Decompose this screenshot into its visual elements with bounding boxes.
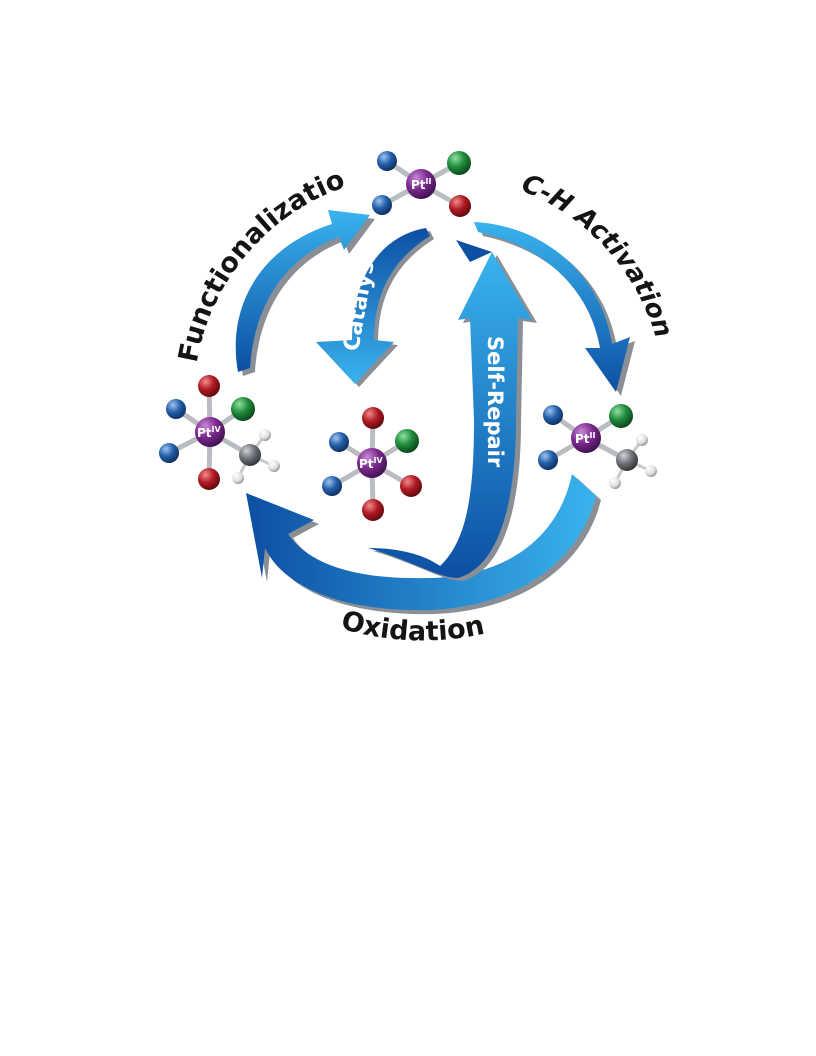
arrow-ch-activation	[474, 222, 635, 396]
arrow-catalyst	[316, 228, 434, 387]
ligand-blue-atom	[166, 399, 186, 419]
label-functionalization: Functionalization	[0, 0, 349, 365]
hydrogen-atom	[645, 465, 657, 477]
ligand-red-atom	[198, 468, 220, 490]
platinum-atom	[195, 417, 225, 447]
platinum-atom	[357, 448, 387, 478]
hydrogen-atom	[268, 460, 280, 472]
complex-left-pt-iv: PtIV	[159, 375, 280, 490]
ligand-blue-atom	[159, 443, 179, 463]
ligand-blue-atom	[543, 405, 563, 425]
hydrogen-atom	[636, 434, 648, 446]
ligand-red-atom	[198, 375, 220, 397]
hydrogen-atom	[232, 472, 244, 484]
ligand-red-atom	[362, 407, 384, 429]
arrow-functionalization	[235, 210, 375, 376]
arrow-oxidation	[246, 474, 601, 615]
label-self-repair: Self-Repair	[483, 336, 507, 468]
metal-label: PtIV	[359, 456, 384, 471]
ligand-blue-atom	[538, 450, 558, 470]
ligand-green-atom	[609, 404, 633, 428]
ligand-blue-atom	[372, 195, 392, 215]
ligand-red-atom	[449, 195, 471, 217]
complex-top-pt-ii: PtII	[372, 151, 471, 217]
platinum-atom	[406, 169, 436, 199]
complex-right-pt-ii: PtII	[538, 404, 657, 489]
ligand-green-atom	[395, 429, 419, 453]
complex-center-pt-iv: PtIV	[322, 407, 422, 521]
ligand-red-atom	[362, 499, 384, 521]
ligand-green-atom	[231, 397, 255, 421]
ligand-red-atom	[400, 475, 422, 497]
arrow-self-repair	[368, 240, 537, 581]
hydrogen-atom	[259, 429, 271, 441]
ligand-blue-atom	[329, 432, 349, 452]
metal-label: PtII	[575, 431, 596, 446]
ligand-blue-atom	[322, 476, 342, 496]
platinum-atom	[571, 423, 601, 453]
ligand-green-atom	[447, 151, 471, 175]
hydrogen-atom	[609, 477, 621, 489]
metal-label: PtIV	[197, 425, 222, 440]
metal-label: PtII	[411, 177, 432, 192]
ligand-blue-atom	[377, 151, 397, 171]
carbon-atom	[239, 444, 261, 466]
carbon-atom	[616, 449, 638, 471]
